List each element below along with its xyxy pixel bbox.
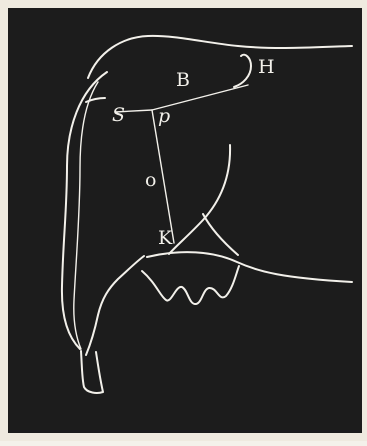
label-b: B	[176, 71, 190, 90]
label-p: p	[158, 107, 170, 126]
label-s: S	[112, 106, 125, 125]
label-o: o	[145, 171, 156, 190]
label-k: K	[158, 229, 172, 248]
label-h: H	[258, 58, 275, 77]
